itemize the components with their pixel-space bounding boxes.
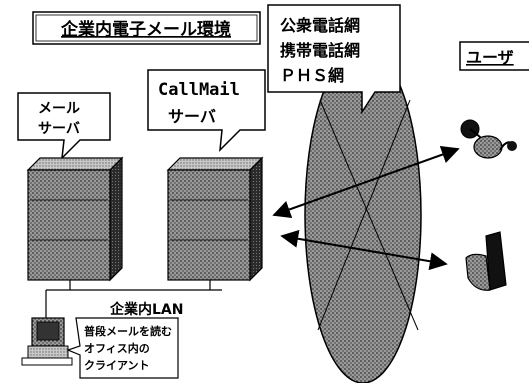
mail-server-callout: メール サーバ: [17, 92, 111, 161]
client-line-3: クライアント: [84, 359, 150, 372]
user-label: ユーザ: [466, 48, 514, 67]
headset-phone-icon: [460, 119, 517, 159]
mobile-phone-icon: [465, 231, 507, 291]
diagram-title: 企業内電子メール環境: [32, 11, 261, 45]
client-line-2: オフィス内の: [84, 341, 150, 355]
arrow-to-mobile-user: [280, 229, 448, 271]
client-computer-icon: [21, 317, 73, 366]
network-line-2: 携帯電話網: [280, 41, 360, 60]
title-text: 企業内電子メール環境: [60, 19, 231, 40]
network-line-3: ＰＨＳ網: [280, 66, 344, 85]
network-callout: 公衆電話網 携帯電話網 ＰＨＳ網: [267, 4, 401, 115]
lan-label: 企業内LAN: [109, 301, 183, 318]
callmail-server-line-1: CallMail: [158, 80, 240, 100]
user-label-box: ユーザ: [459, 41, 529, 71]
mail-server-line-2: サーバ: [38, 121, 80, 137]
mail-server-icon: [26, 156, 124, 282]
callmail-server-icon: [166, 156, 264, 282]
arrow-to-headset-user: [272, 145, 460, 219]
client-callout: 普段メールを読む オフィス内の クライアント: [66, 317, 179, 379]
callmail-server-callout: CallMail サーバ: [147, 69, 266, 153]
client-line-1: 普段メールを読む: [84, 324, 172, 338]
mail-server-line-1: メール: [38, 101, 80, 117]
callmail-server-line-2: サーバ: [168, 107, 216, 126]
network-line-1: 公衆電話網: [280, 16, 360, 35]
lan-lines: [45, 280, 222, 318]
